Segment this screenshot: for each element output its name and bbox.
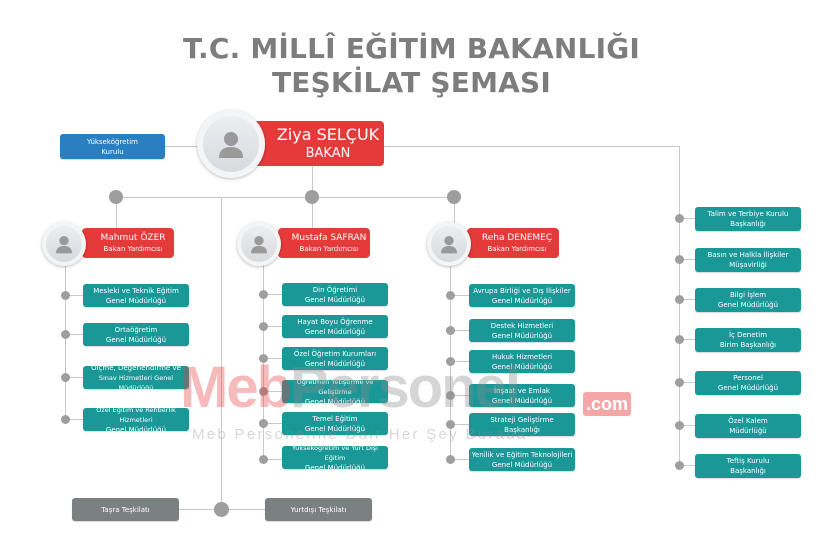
unit-box[interactable]: Ortaöğretim Genel Müdürlüğü (83, 323, 189, 346)
minister-avatar (197, 110, 265, 178)
user-avatar-icon (219, 132, 243, 158)
unit-line2: Genel Müdürlüğü (491, 460, 553, 469)
deputy-avatar (42, 222, 86, 266)
unit-box[interactable]: İç Denetim Birim Başkanlığı (695, 328, 801, 352)
unit-line1: Personel (733, 374, 763, 382)
minister-role: BAKAN (305, 146, 351, 161)
deputy-name: Mustafa SAFRAN (291, 233, 367, 243)
deputy-role: Bakan Yardımcısı (103, 245, 163, 253)
unit-line2: Genel Müdürlüğü (717, 384, 779, 392)
unit-line1: Özel Öğretim Kurumları (293, 349, 377, 358)
unit-line1: Ölçme, Değerlendirme ve (91, 363, 181, 372)
deputy-avatar (237, 222, 281, 266)
unit-line1: Ortaöğretim (114, 325, 158, 334)
tasra-teskilati-box[interactable]: Taşra Teşkilatı (72, 498, 179, 521)
unit-line2: Başkanlığı (730, 467, 766, 475)
unit-box[interactable]: Avrupa Birliği ve Dış İlişkiler Genel Mü… (469, 284, 575, 307)
unit-line2: Genel Müdürlüğü (491, 331, 553, 340)
unit-label: Taşra Teşkilatı (101, 505, 150, 514)
unit-line1: Hukuk Hizmetleri (491, 352, 553, 361)
unit-line2: Genel Müdürlüğü (491, 296, 553, 305)
watermark-com: .com (583, 392, 631, 416)
unit-line1: Destek Hizmetleri (490, 321, 554, 330)
unit-box[interactable]: Yükseköğretim ve Yurt Dışı Eğitim Genel … (282, 443, 388, 472)
unit-box[interactable]: Personel Genel Müdürlüğü (695, 371, 801, 395)
unit-box[interactable]: Hukuk Hizmetleri Genel Müdürlüğü (469, 350, 575, 373)
unit-line1: Yükseköğretim ve Yurt Dışı Eğitim (292, 443, 378, 462)
unit-line1: Din Öğretimi (312, 285, 358, 294)
page-title-line1: T.C. MİLLÎ EĞİTİM BAKANLIĞI (182, 32, 641, 65)
unit-line1: İç Denetim (728, 331, 768, 339)
unit-box[interactable]: Yenilik ve Eğitim Teknolojileri Genel Mü… (469, 448, 575, 471)
user-avatar-icon (441, 236, 457, 254)
deputy-role: Bakan Yardımcısı (299, 245, 359, 253)
unit-line2: Genel Müdürlüğü (304, 463, 366, 472)
unit-box[interactable]: Özel Kalem Müdürlüğü (695, 414, 801, 438)
unit-box[interactable]: Öğretmen Yetiştirme ve Geliştirme Genel … (282, 377, 388, 406)
unit-label: Yurtdışı Teşkilatı (290, 505, 347, 514)
watermark-com-label: .com (585, 394, 628, 414)
yuksekogretim-kurulu-box[interactable]: Yükseköğretim Kurulu (60, 134, 165, 159)
unit-box[interactable]: Özel Öğretim Kurumları Genel Müdürlüğü (282, 347, 388, 370)
unit-line1: Mesleki ve Teknik Eğitim (93, 286, 179, 295)
unit-line1: İnşaat ve Emlak (494, 386, 550, 395)
unit-line1: Bilgi İşlem (729, 291, 767, 299)
unit-line2: Genel Müdürlüğü (304, 359, 366, 368)
unit-line1: Temel Eğitim (312, 414, 358, 423)
unit-box[interactable]: Özel Eğitim ve Rehberlik Hizmetleri Gene… (83, 405, 189, 434)
unit-line2: Kurulu (101, 147, 124, 156)
minister-name: Ziya SELÇUK (276, 125, 380, 144)
unit-line2: Genel Müdürlüğü (491, 396, 553, 405)
unit-line1: Basın ve Halkla İlişkiler (707, 251, 789, 259)
unit-line2: Başkanlığı (730, 220, 766, 228)
unit-box[interactable]: Din Öğretimi Genel Müdürlüğü (282, 283, 388, 306)
unit-line2: Genel Müdürlüğü (304, 397, 366, 406)
deputy-avatar (427, 222, 471, 266)
unit-box[interactable]: İnşaat ve Emlak Genel Müdürlüğü (469, 384, 575, 407)
user-avatar-icon (251, 236, 267, 254)
unit-line2: Genel Müdürlüğü (105, 296, 167, 305)
yurtdisi-teskilati-box[interactable]: Yurtdışı Teşkilatı (265, 498, 372, 521)
unit-line1: Strateji Geliştirme (490, 415, 554, 424)
unit-line2: Genel Müdürlüğü (105, 335, 167, 344)
unit-line1: Teftiş Kurulu (726, 457, 770, 465)
unit-line2: Genel Müdürlüğü (105, 425, 167, 434)
unit-line1: Talim ve Terbiye Kurulu (707, 210, 789, 218)
unit-line1: Öğretmen Yetiştirme ve Geliştirme (296, 377, 374, 396)
unit-line1: Yenilik ve Eğitim Teknolojileri (471, 450, 573, 459)
unit-box[interactable]: Destek Hizmetleri Genel Müdürlüğü (469, 319, 575, 342)
user-avatar-icon (56, 236, 72, 254)
unit-box[interactable]: Ölçme, Değerlendirme ve Sınav Hizmetleri… (83, 363, 189, 392)
unit-line1: Yükseköğretim (87, 137, 138, 146)
unit-line2: Genel Müdürlüğü (304, 327, 366, 336)
unit-box[interactable]: Temel Eğitim Genel Müdürlüğü (282, 412, 388, 435)
unit-box[interactable]: Bilgi İşlem Genel Müdürlüğü (695, 288, 801, 312)
unit-line2: Müşavirliği (729, 261, 767, 269)
unit-line2: Genel Müdürlüğü (717, 301, 779, 309)
unit-line2: Genel Müdürlüğü (304, 424, 366, 433)
deputy-role: Bakan Yardımcısı (487, 245, 547, 253)
unit-line2: Genel Müdürlüğü (491, 362, 553, 371)
unit-line2: Genel Müdürlüğü (304, 295, 366, 304)
unit-line2: Başkanlığı (504, 425, 540, 434)
deputy-name: Mahmut ÖZER (100, 233, 166, 243)
unit-box[interactable]: Hayat Boyu Öğrenme Genel Müdürlüğü (282, 315, 388, 338)
unit-box[interactable]: Talim ve Terbiye Kurulu Başkanlığı (695, 207, 801, 231)
unit-line1: Hayat Boyu Öğrenme (297, 317, 373, 326)
unit-line1: Özel Kalem (728, 417, 768, 425)
unit-line2: Birim Başkanlığı (719, 341, 777, 349)
watermark-meb: Meb (180, 355, 292, 420)
unit-line1: Avrupa Birliği ve Dış İlişkiler (473, 286, 571, 295)
unit-box[interactable]: Mesleki ve Teknik Eğitim Genel Müdürlüğü (83, 284, 189, 307)
deputy-name: Reha DENEMEÇ (481, 233, 553, 243)
unit-line2: Müdürlüğü (729, 427, 767, 435)
unit-box[interactable]: Strateji Geliştirme Başkanlığı (469, 413, 575, 436)
unit-box[interactable]: Basın ve Halkla İlişkiler Müşavirliği (695, 248, 801, 272)
unit-line2: Sınav Hizmetleri Genel Müdürlüğü (98, 373, 174, 392)
unit-box[interactable]: Teftiş Kurulu Başkanlığı (695, 454, 801, 478)
page-title-line2: TEŞKİLAT ŞEMASI (271, 66, 552, 99)
unit-line1: Özel Eğitim ve Rehberlik Hizmetleri (96, 405, 176, 424)
